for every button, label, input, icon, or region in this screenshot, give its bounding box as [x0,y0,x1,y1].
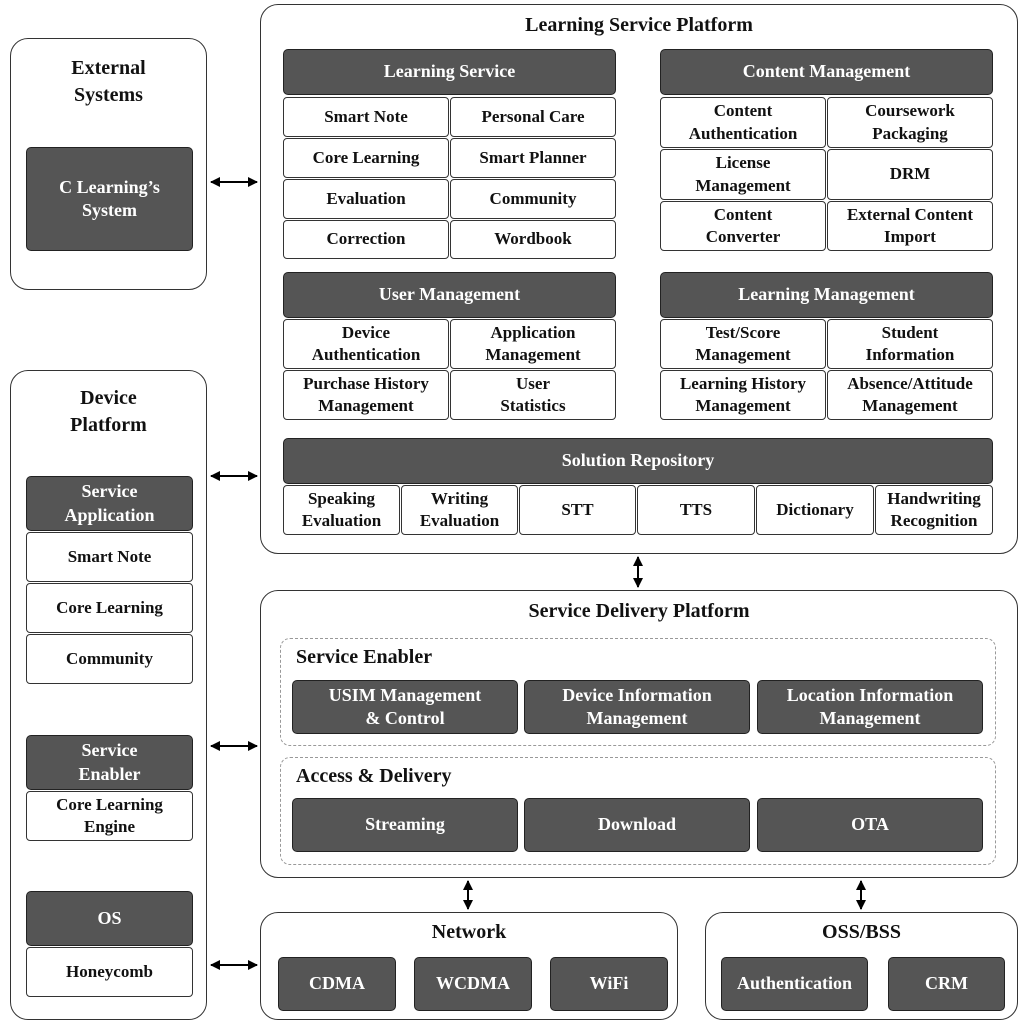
os-header: OS [26,891,193,946]
cm-coursework-packaging: Coursework Packaging [827,97,993,148]
lm-test-score-management: Test/Score Management [660,319,826,369]
cdma: CDMA [278,957,396,1011]
oss-bss-title: OSS/BSS [822,921,901,943]
access-delivery-title: Access & Delivery [296,765,452,787]
cm-drm: DRM [827,149,993,200]
sr-handwriting-recognition: Handwriting Recognition [875,485,993,535]
service-delivery-platform-title: Service Delivery Platform [528,600,750,622]
lm-student-information: Student Information [827,319,993,369]
ls-wordbook: Wordbook [450,220,616,259]
ls-personal-care: Personal Care [450,97,616,137]
ls-correction: Correction [283,220,449,259]
sr-stt: STT [519,485,636,535]
sr-writing-evaluation: Writing Evaluation [401,485,518,535]
crm: CRM [888,957,1005,1011]
ls-evaluation: Evaluation [283,179,449,219]
network-title: Network [431,921,507,943]
ls-community: Community [450,179,616,219]
sr-speaking-evaluation: Speaking Evaluation [283,485,400,535]
external-systems-title: External Systems [71,57,146,106]
device-smart-note: Smart Note [26,532,193,582]
external-systems-panel: External Systems C Learning’s System [10,38,207,290]
um-application-management: Application Management [450,319,616,369]
service-enabler-group [280,638,996,746]
learning-service-platform-title: Learning Service Platform [525,14,753,36]
solution-repository-header: Solution Repository [283,438,993,484]
device-community: Community [26,634,193,684]
access-delivery-group [280,757,996,865]
device-information-management: Device Information Management [524,680,750,734]
oss-authentication: Authentication [721,957,868,1011]
cm-content-authentication: Content Authentication [660,97,826,148]
learning-management-header: Learning Management [660,272,993,318]
lm-absence-attitude-management: Absence/Attitude Management [827,370,993,420]
cm-content-converter: Content Converter [660,201,826,251]
ota: OTA [757,798,983,852]
cm-external-content-import: External Content Import [827,201,993,251]
honeycomb: Honeycomb [26,947,193,997]
core-learning-engine: Core Learning Engine [26,791,193,841]
device-service-enabler-header: Service Enabler [26,735,193,790]
ls-core-learning: Core Learning [283,138,449,178]
download: Download [524,798,750,852]
service-enabler-title: Service Enabler [296,646,433,668]
device-core-learning: Core Learning [26,583,193,633]
usim-management-control: USIM Management & Control [292,680,518,734]
content-management-header: Content Management [660,49,993,95]
wifi: WiFi [550,957,668,1011]
device-platform-title: Device Platform [70,387,147,436]
streaming: Streaming [292,798,518,852]
um-device-authentication: Device Authentication [283,319,449,369]
user-management-header: User Management [283,272,616,318]
lm-learning-history-management: Learning History Management [660,370,826,420]
ls-smart-planner: Smart Planner [450,138,616,178]
um-user-statistics: User Statistics [450,370,616,420]
cm-license-management: License Management [660,149,826,200]
ls-smart-note: Smart Note [283,97,449,137]
wcdma: WCDMA [414,957,532,1011]
device-platform-panel: Device Platform Service Application Smar… [10,370,207,1020]
service-application-header: Service Application [26,476,193,531]
learning-service-header: Learning Service [283,49,616,95]
c-learning-system: C Learning’s System [26,147,193,251]
sr-tts: TTS [637,485,755,535]
um-purchase-history-management: Purchase History Management [283,370,449,420]
sr-dictionary: Dictionary [756,485,874,535]
location-information-management: Location Information Management [757,680,983,734]
